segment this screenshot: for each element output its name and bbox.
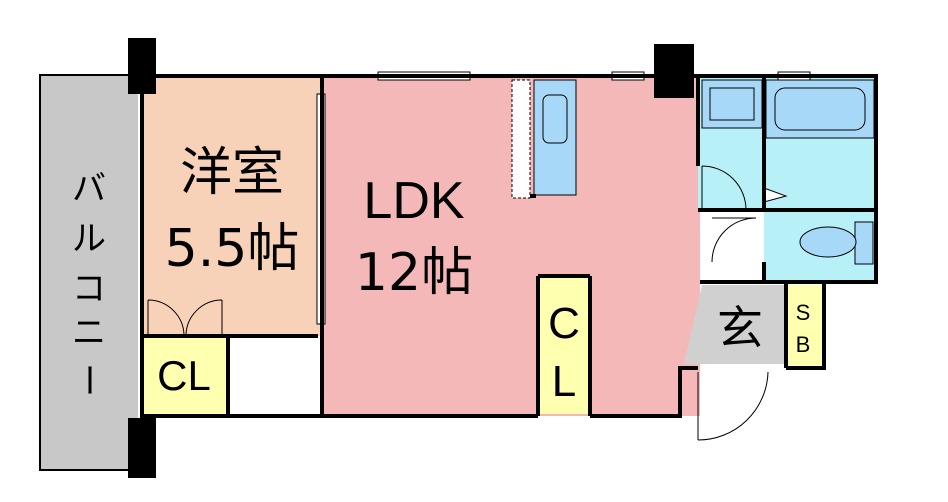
balcony-floor — [40, 75, 138, 470]
closet-west-door-left — [147, 299, 185, 337]
closet-west-label: CL — [157, 352, 211, 399]
svg-text:ニ: ニ — [72, 313, 106, 353]
entrance-floor — [684, 285, 788, 364]
closet-west-door-right — [185, 299, 223, 337]
ldk-room-name: LDK — [363, 172, 464, 230]
toilet-icon — [799, 221, 874, 265]
balcony-railing — [39, 74, 138, 471]
pillars — [128, 38, 694, 478]
ldk-floor — [322, 78, 700, 416]
shoe-box-floor — [786, 285, 822, 367]
washbasin — [701, 79, 763, 129]
svg-text:ー: ー — [68, 363, 108, 397]
pillar-top-left — [128, 38, 156, 94]
door-swings — [147, 165, 788, 441]
shoe-box-label-s: S — [796, 300, 811, 325]
balcony-label: バ ル コ ニ ー — [68, 169, 108, 397]
toilet-door-swing — [711, 217, 757, 263]
shoe-box-label-b: B — [796, 332, 811, 357]
closet-west-floor — [142, 336, 228, 416]
western-room-size: 5.5帖 — [165, 219, 300, 279]
closet-ldk-label-c: C — [548, 299, 580, 348]
pillar-bottom-left — [128, 418, 156, 478]
balcony — [39, 74, 138, 471]
svg-text:コ: コ — [72, 269, 106, 309]
bathtub — [765, 79, 875, 139]
ldk-kitchen-partition — [511, 79, 531, 199]
svg-text:バ: バ — [72, 169, 106, 209]
western-room-floor — [142, 78, 322, 336]
svg-text:ル: ル — [72, 219, 106, 259]
western-room-name: 洋室 — [180, 143, 284, 203]
walls — [140, 74, 878, 418]
ldk-room-size: 12帖 — [355, 243, 473, 303]
closet-ldk-floor — [538, 276, 590, 414]
closet-ldk-label-l: L — [552, 357, 576, 406]
kitchen-sink — [533, 79, 577, 196]
bath-door-swing — [701, 165, 747, 211]
entrance-label: 玄 — [717, 301, 763, 355]
pillar-top-mid — [654, 44, 694, 98]
entrance-door-swing — [697, 371, 769, 441]
